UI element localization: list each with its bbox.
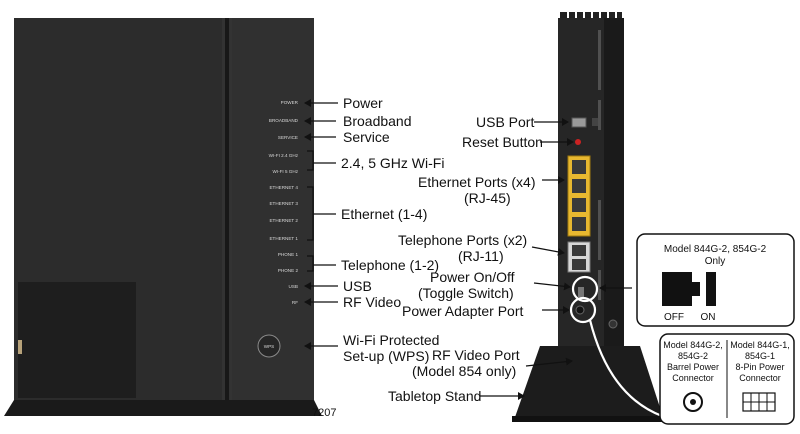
indicator-ethernet-2: ETHERNET 2	[269, 218, 298, 223]
figure-number: 7207	[312, 407, 336, 419]
reset-button[interactable]	[575, 139, 581, 145]
switch-off-label: OFF	[664, 312, 684, 323]
indicator-wifi-5: WI-FI 5 GHz	[272, 169, 298, 174]
connector-callout-line	[588, 319, 663, 418]
indicator-rf: RF	[292, 300, 298, 305]
eight-pin-connector-icon	[742, 392, 776, 412]
back-side-strip	[604, 18, 624, 402]
usb-port	[571, 117, 587, 128]
connector-right-line2: 854G-1	[745, 351, 775, 361]
callout-power: Power	[343, 95, 383, 111]
barrel-connector-pin	[690, 399, 696, 405]
switch-panel-title-line2: Only	[705, 256, 726, 267]
switch-on-label: ON	[701, 312, 716, 323]
front-view-router: POWER BROADBAND SERVICE WI-FI 2.4 GHz WI…	[4, 18, 322, 416]
back-side-button	[608, 319, 618, 329]
indicator-wifi-24: WI-FI 2.4 GHz	[269, 153, 299, 158]
callout-ethernet-ports-line1: Ethernet Ports (x4)	[418, 174, 536, 190]
callout-power-switch-line2: (Toggle Switch)	[418, 285, 514, 301]
usb-led	[592, 118, 598, 126]
switch-detail-panel: Model 844G-2, 854G-2 Only OFF ON	[636, 233, 795, 327]
callout-usb-port: USB Port	[476, 114, 534, 130]
tabletop-stand	[514, 346, 664, 420]
callout-telephone-ports-line2: (RJ-11)	[458, 248, 504, 264]
callout-wps-line1: Wi-Fi Protected	[343, 332, 439, 348]
telephone-ports	[567, 241, 591, 273]
power-toggle-switch[interactable]	[578, 287, 584, 297]
indicator-ethernet-4: ETHERNET 4	[269, 185, 298, 190]
callout-rf-video: RF Video	[343, 294, 401, 310]
connector-right-line1: Model 844G-1,	[730, 340, 790, 350]
callout-ethernet-ports-line2: (RJ-45)	[464, 190, 511, 206]
callout-reset-button: Reset Button	[462, 134, 543, 150]
switch-on-body	[706, 272, 716, 306]
back-view-router	[512, 12, 666, 422]
indicator-service: SERVICE	[278, 135, 298, 140]
connector-left-line1: Model 844G-2,	[663, 340, 723, 350]
back-callout-arrows	[480, 118, 632, 400]
wps-button-label: WPS	[264, 344, 274, 349]
connector-detail-panel: Model 844G-2, 854G-2 Barrel Power Connec…	[659, 333, 795, 425]
connector-left-line3: Barrel Power	[667, 362, 719, 372]
callout-telephone: Telephone (1-2)	[341, 257, 439, 273]
switch-off-lever	[692, 282, 700, 296]
stand-base	[512, 416, 666, 422]
indicator-phone-2: PHONE 2	[278, 268, 299, 273]
callout-wps-line2: Set-up (WPS)	[343, 348, 429, 364]
callout-tabletop-stand: Tabletop Stand	[388, 388, 481, 404]
callout-service: Service	[343, 129, 390, 145]
callout-ethernet: Ethernet (1-4)	[341, 206, 427, 222]
callout-power-adapter-port: Power Adapter Port	[402, 303, 524, 319]
callout-broadband: Broadband	[343, 113, 412, 129]
indicator-broadband: BROADBAND	[269, 118, 299, 123]
front-stand	[4, 400, 322, 416]
callout-rf-video-port-line2: (Model 854 only)	[412, 363, 516, 379]
ethernet-ports	[567, 155, 591, 237]
connector-right-line3: 8-Pin Power	[735, 362, 784, 372]
switch-off-body	[662, 272, 692, 306]
switch-highlight-circle	[571, 275, 599, 303]
callout-telephone-ports-line1: Telephone Ports (x2)	[398, 232, 527, 248]
power-adapter-port	[575, 305, 585, 315]
callout-usb: USB	[343, 278, 372, 294]
indicator-power: POWER	[281, 100, 299, 105]
front-side-connector	[18, 340, 22, 354]
front-bottom-panel	[18, 282, 136, 398]
callout-rf-video-port-line1: RF Video Port	[432, 347, 520, 363]
adapter-highlight-circle	[569, 296, 597, 324]
connector-left-line4: Connector	[672, 373, 714, 383]
wps-button[interactable]	[257, 334, 281, 358]
callout-power-switch-line1: Power On/Off	[430, 269, 515, 285]
indicator-usb: USB	[289, 284, 298, 289]
indicator-ethernet-3: ETHERNET 3	[269, 201, 298, 206]
connector-left-line2: 854G-2	[678, 351, 708, 361]
connector-right-line4: Connector	[739, 373, 781, 383]
switch-panel-title-line1: Model 844G-2, 854G-2	[664, 244, 767, 255]
front-callout-arrows	[304, 99, 338, 350]
indicator-ethernet-1: ETHERNET 1	[269, 236, 298, 241]
callout-wifi: 2.4, 5 GHz Wi-Fi	[341, 155, 444, 171]
indicator-phone-1: PHONE 1	[278, 252, 299, 257]
